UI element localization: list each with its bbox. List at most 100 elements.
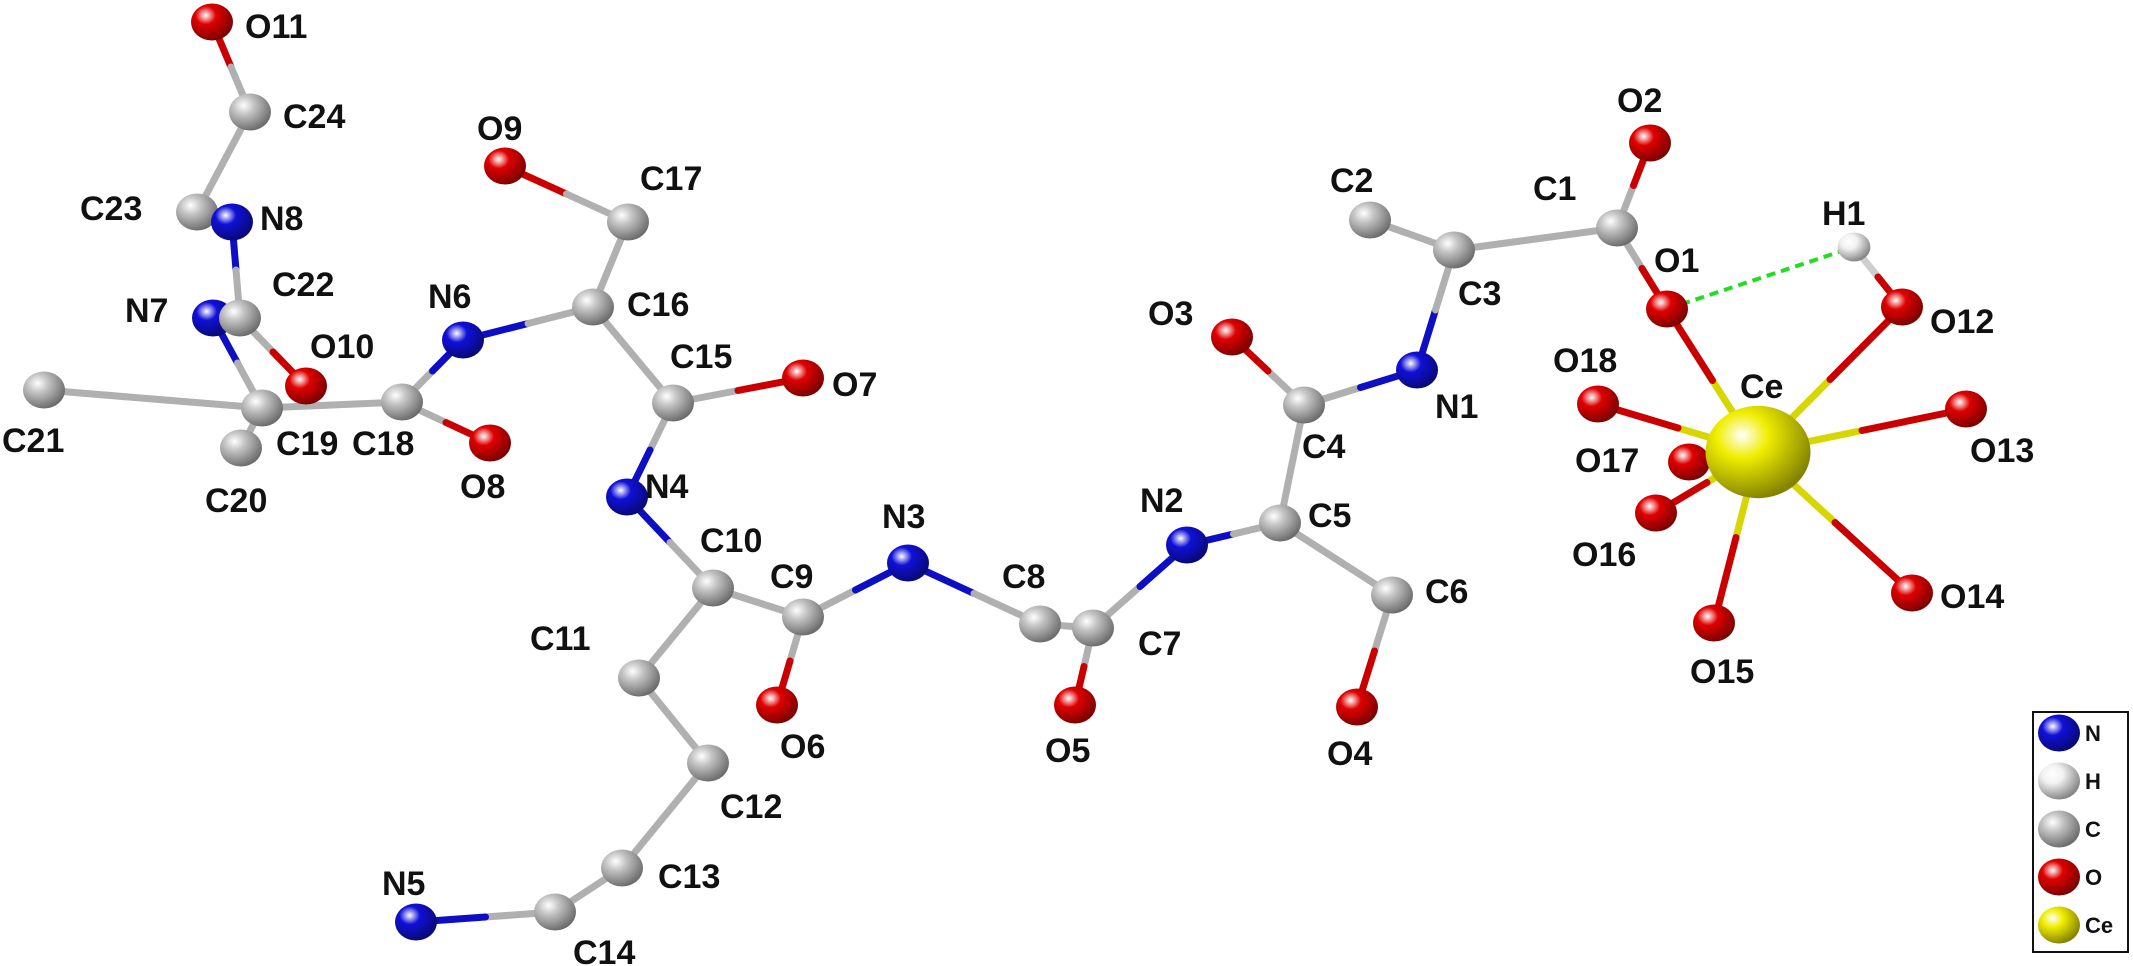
atom-C18 bbox=[381, 383, 423, 421]
atom-label-C10: C10 bbox=[700, 522, 762, 560]
atom-label-O8: O8 bbox=[460, 468, 505, 506]
atom-C13 bbox=[601, 849, 643, 887]
atom-label-C14: C14 bbox=[573, 934, 635, 966]
atom-label-N2: N2 bbox=[1140, 482, 1183, 520]
atom-C3 bbox=[1433, 231, 1475, 269]
atom-label-C7: C7 bbox=[1138, 625, 1181, 663]
atom-C8 bbox=[1019, 605, 1061, 643]
atom-label-O4: O4 bbox=[1327, 735, 1372, 773]
atom-label-O7: O7 bbox=[832, 366, 877, 404]
legend-label-O: O bbox=[2085, 865, 2102, 890]
atom-label-N7: N7 bbox=[125, 292, 168, 330]
atom-C14 bbox=[534, 893, 576, 931]
atom-label-O10: O10 bbox=[310, 328, 374, 366]
atom-O9 bbox=[484, 147, 526, 185]
atom-N5 bbox=[395, 903, 437, 941]
atom-N2 bbox=[1166, 526, 1208, 564]
atom-C17 bbox=[607, 203, 649, 241]
atom-label-C15: C15 bbox=[670, 338, 732, 376]
atom-label-N3: N3 bbox=[882, 498, 925, 536]
atom-C5 bbox=[1259, 504, 1301, 542]
bond-C12-C13 bbox=[618, 759, 712, 872]
atom-O15 bbox=[1693, 604, 1735, 642]
atom-label-C4: C4 bbox=[1302, 428, 1346, 466]
atom-label-C11: C11 bbox=[530, 620, 591, 658]
legend-label-N: N bbox=[2085, 721, 2101, 746]
atom-O8 bbox=[469, 424, 511, 462]
legend-swatch-Ce bbox=[2038, 906, 2080, 944]
atom-label-O2: O2 bbox=[1617, 82, 1662, 120]
atom-C9 bbox=[782, 598, 824, 636]
atom-C2 bbox=[1349, 201, 1391, 239]
atom-O4 bbox=[1336, 688, 1378, 726]
legend-label-Ce: Ce bbox=[2085, 913, 2113, 938]
atom-O14 bbox=[1891, 574, 1933, 612]
legend-swatch-H bbox=[2038, 762, 2080, 800]
atom-label-C1: C1 bbox=[1533, 170, 1576, 208]
atom-label-C19: C19 bbox=[276, 425, 338, 463]
bond-C3-C1 bbox=[1450, 224, 1621, 254]
atom-label-N5: N5 bbox=[382, 865, 425, 903]
atom-N8 bbox=[211, 203, 253, 241]
atom-label-O5: O5 bbox=[1045, 732, 1090, 770]
atom-label-O11: O11 bbox=[245, 8, 307, 46]
atom-label-C12: C12 bbox=[720, 788, 782, 826]
atom-C6 bbox=[1371, 576, 1413, 614]
atom-C23 bbox=[176, 193, 218, 231]
atom-O3 bbox=[1211, 318, 1253, 356]
atom-N6 bbox=[442, 321, 484, 359]
atom-O18 bbox=[1577, 385, 1619, 423]
atom-C20 bbox=[220, 429, 262, 467]
atom-O7 bbox=[782, 359, 824, 397]
atom-label-C6: C6 bbox=[1425, 573, 1468, 611]
atom-C22 bbox=[219, 299, 261, 337]
atom-label-O17: O17 bbox=[1575, 442, 1639, 480]
atom-C11 bbox=[618, 659, 660, 697]
atom-O1 bbox=[1646, 290, 1688, 328]
atom-C7 bbox=[1072, 609, 1114, 647]
atom-label-O6: O6 bbox=[780, 728, 825, 766]
atom-label-N1: N1 bbox=[1435, 388, 1478, 426]
atom-N1 bbox=[1396, 351, 1438, 389]
atom-label-C21: C21 bbox=[2, 422, 64, 460]
atom-O13 bbox=[1945, 390, 1987, 428]
atom-label-C2: C2 bbox=[1330, 162, 1373, 200]
atom-label-O14: O14 bbox=[1940, 578, 2004, 616]
legend-label-H: H bbox=[2085, 769, 2101, 794]
atom-label-N6: N6 bbox=[428, 278, 471, 316]
atom-N3 bbox=[887, 544, 929, 582]
atom-C4 bbox=[1283, 386, 1325, 424]
atom-C19 bbox=[241, 389, 283, 427]
atom-label-O18: O18 bbox=[1553, 342, 1617, 380]
hydrogen-bond-O1-H1 bbox=[1666, 245, 1855, 311]
atom-O6 bbox=[756, 686, 798, 724]
atom-label-C20: C20 bbox=[205, 482, 267, 520]
atom-C1 bbox=[1596, 209, 1638, 247]
atom-label-C3: C3 bbox=[1458, 275, 1501, 313]
atom-label-O3: O3 bbox=[1148, 295, 1193, 333]
atom-N4 bbox=[606, 478, 648, 516]
atom-label-C24: C24 bbox=[283, 98, 345, 136]
atom-Ce bbox=[1705, 405, 1811, 499]
atoms-layer bbox=[23, 3, 1987, 941]
atom-O10 bbox=[285, 367, 327, 405]
atom-C16 bbox=[572, 288, 614, 326]
atom-label-N4: N4 bbox=[645, 468, 689, 506]
atom-label-O9: O9 bbox=[477, 110, 522, 148]
atom-label-O1: O1 bbox=[1654, 242, 1699, 280]
atom-C24 bbox=[229, 93, 271, 131]
atom-label-C23: C23 bbox=[80, 190, 142, 228]
atom-label-C9: C9 bbox=[770, 558, 813, 596]
atom-O5 bbox=[1054, 686, 1096, 724]
atom-C12 bbox=[687, 744, 729, 782]
atom-label-C18: C18 bbox=[352, 425, 414, 463]
atom-O17 bbox=[1668, 443, 1710, 481]
atom-label-C22: C22 bbox=[272, 266, 334, 304]
atom-label-C13: C13 bbox=[658, 858, 720, 896]
atom-C15 bbox=[652, 384, 694, 422]
atom-label-O13: O13 bbox=[1970, 432, 2034, 470]
atom-label-C5: C5 bbox=[1308, 497, 1351, 535]
atom-label-H1: H1 bbox=[1822, 195, 1865, 233]
atom-C21 bbox=[23, 371, 65, 409]
